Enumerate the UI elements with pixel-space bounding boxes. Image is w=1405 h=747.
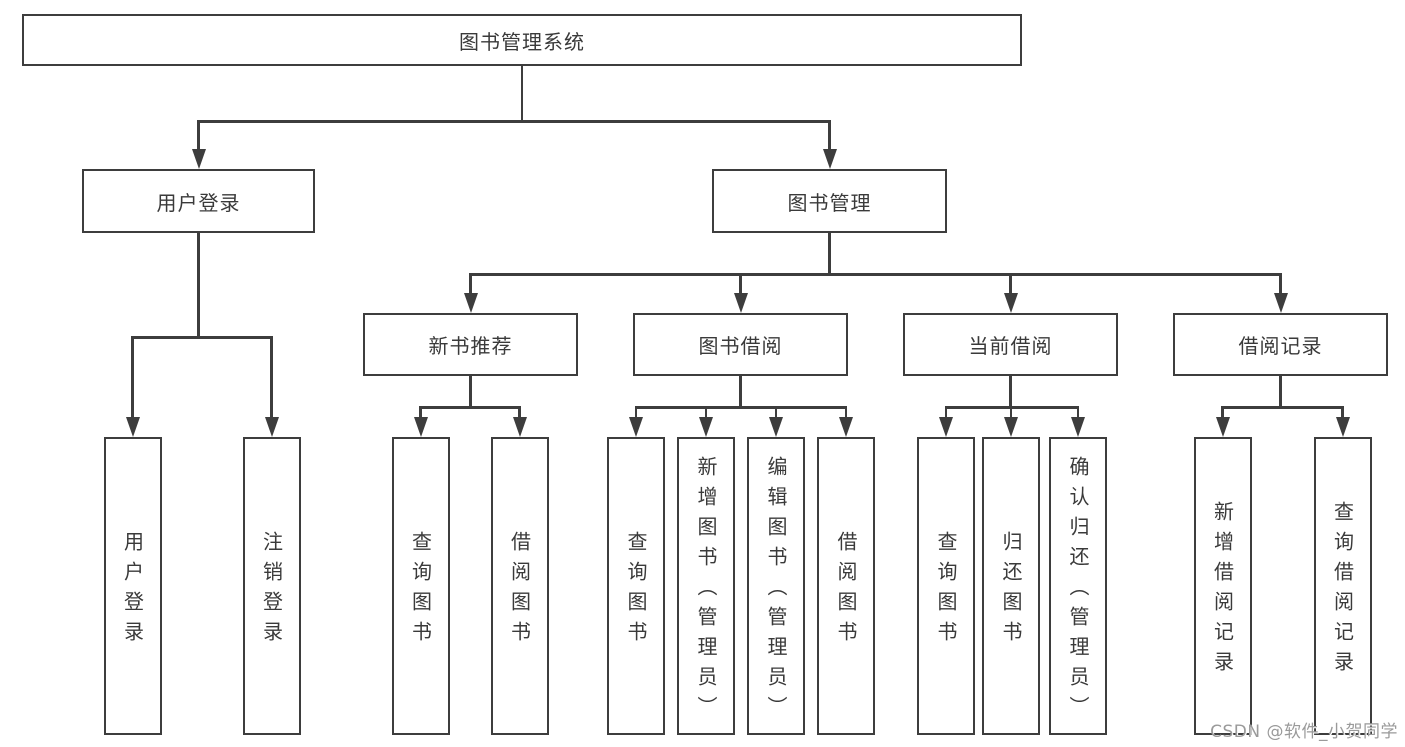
connector-horizontal-line [1221, 406, 1344, 409]
arrow-down-icon [1215, 417, 1230, 437]
connector-vertical-line [1279, 376, 1282, 406]
leaf-add-borrow-record: 新增借阅记录 [1193, 437, 1252, 735]
node-user-login: 用户登录 [82, 169, 315, 233]
connector-vertical-line [469, 376, 472, 406]
arrow-down-icon [1003, 293, 1018, 313]
connector-arrow-stem [197, 120, 200, 149]
connector-arrow-stem [1221, 406, 1224, 417]
leaf-query-books: 查询图书 [607, 437, 665, 735]
node-book-management: 图书管理 [712, 169, 947, 233]
node-current-borrowing: 当前借阅 [903, 313, 1118, 376]
arrow-down-icon [1335, 417, 1350, 437]
leaf-user-login: 用户登录 [103, 437, 162, 735]
connector-vertical-line [1009, 376, 1012, 406]
arrow-down-icon [769, 417, 783, 437]
connector-horizontal-line [634, 406, 848, 409]
connector-arrow-stem [518, 406, 521, 417]
node-new-book-recommend: 新书推荐 [363, 313, 578, 376]
arrow-down-icon [1071, 417, 1085, 437]
leaf-logout: 注销登录 [242, 437, 301, 735]
arrow-down-icon [264, 417, 279, 437]
connector-arrow-stem [774, 406, 778, 417]
arrow-down-icon [1004, 417, 1018, 437]
connector-arrow-stem [704, 406, 708, 417]
connector-vertical-line [197, 233, 200, 336]
leaf-return-books: 归还图书 [982, 437, 1040, 735]
arrow-down-icon [939, 417, 953, 437]
arrow-down-icon [629, 417, 643, 437]
leaf-add-books-admin: 新增图书（管理员） [677, 437, 735, 735]
connector-arrow-stem [469, 273, 472, 293]
node-borrowing-records: 借阅记录 [1173, 313, 1388, 376]
connector-vertical-line [520, 66, 524, 120]
connector-vertical-line [828, 233, 831, 273]
connector-horizontal-line [197, 120, 831, 123]
connector-horizontal-line [131, 336, 273, 339]
arrow-down-icon [822, 149, 837, 169]
leaf-query-books-recommend: 查询图书 [391, 437, 450, 735]
leaf-query-borrow-record: 查询借阅记录 [1313, 437, 1372, 735]
arrow-down-icon [125, 417, 140, 437]
arrow-down-icon [733, 293, 748, 313]
arrow-down-icon [191, 149, 206, 169]
leaf-borrow-books: 借阅图书 [817, 437, 875, 735]
leaf-borrow-books-recommend: 借阅图书 [490, 437, 549, 735]
connector-vertical-line [739, 376, 742, 406]
connector-arrow-stem [739, 273, 742, 293]
arrow-down-icon [463, 293, 478, 313]
connector-arrow-stem [634, 406, 638, 417]
connector-arrow-stem [1076, 406, 1080, 417]
arrow-down-icon [839, 417, 853, 437]
leaf-edit-books-admin: 编辑图书（管理员） [747, 437, 805, 735]
arrow-down-icon [512, 417, 527, 437]
node-root-library-system: 图书管理系统 [22, 14, 1022, 66]
arrow-down-icon [1273, 293, 1288, 313]
leaf-confirm-return-admin: 确认归还（管理员） [1049, 437, 1107, 735]
csdn-watermark: CSDN @软件_小贺同学 [1210, 722, 1398, 742]
connector-arrow-stem [1279, 273, 1282, 293]
connector-arrow-stem [131, 336, 134, 417]
arrow-down-icon [699, 417, 713, 437]
leaf-query-books-current: 查询图书 [917, 437, 975, 735]
connector-arrow-stem [1009, 406, 1013, 417]
connector-arrow-stem [1341, 406, 1344, 417]
connector-horizontal-line [469, 273, 1282, 276]
connector-arrow-stem [1009, 273, 1012, 293]
arrow-down-icon [413, 417, 428, 437]
connector-arrow-stem [270, 336, 273, 417]
connector-arrow-stem [419, 406, 422, 417]
connector-arrow-stem [844, 406, 848, 417]
connector-arrow-stem [944, 406, 948, 417]
node-book-borrowing: 图书借阅 [633, 313, 848, 376]
connector-horizontal-line [419, 406, 521, 409]
connector-arrow-stem [828, 120, 831, 149]
